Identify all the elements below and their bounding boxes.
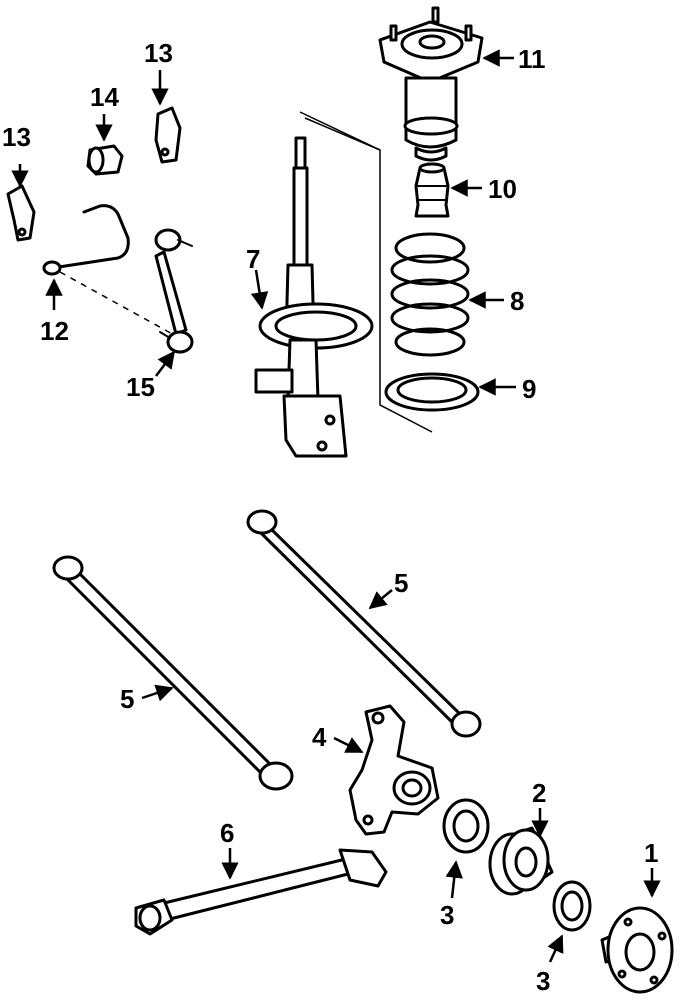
callout-2: 2 (532, 778, 546, 808)
spring-seat (384, 372, 480, 412)
callout-13-right: 13 (144, 38, 173, 68)
callout-12: 12 (40, 316, 69, 346)
strut-guide-lines (299, 111, 433, 433)
callout-5-upper: 5 (394, 568, 408, 598)
callout-15: 15 (126, 372, 155, 402)
callout-3-right: 3 (536, 966, 550, 996)
seal-left (442, 798, 490, 854)
bump-stop (414, 162, 450, 218)
callout-13-left: 13 (2, 122, 31, 152)
callout-14: 14 (90, 82, 119, 112)
callout-6: 6 (220, 818, 234, 848)
coil-spring (390, 232, 470, 357)
callout-1: 1 (644, 838, 658, 868)
callout-11: 11 (518, 44, 546, 74)
lateral-arm-lower (52, 555, 294, 791)
seal-right (552, 880, 592, 932)
callout-5-lower: 5 (120, 684, 134, 714)
stabilizer-link (154, 228, 194, 354)
knuckle (348, 704, 440, 836)
callout-7: 7 (246, 244, 260, 274)
callout-10: 10 (488, 174, 517, 204)
stabilizer-bracket-right (154, 106, 182, 164)
callout-9: 9 (522, 374, 536, 404)
stabilizer-bar (42, 204, 177, 337)
callout-8: 8 (510, 286, 524, 316)
wheel-hub (600, 906, 674, 994)
callout-labels: 1 2 3 3 4 5 5 6 7 8 9 10 11 12 13 13 14 … (2, 38, 658, 996)
stabilizer-bushing (86, 144, 124, 176)
callout-3-left: 3 (440, 900, 454, 930)
strut (254, 136, 374, 458)
lateral-arm-upper (246, 509, 482, 738)
stabilizer-bracket-left (6, 184, 36, 242)
callout-4: 4 (312, 722, 327, 752)
trailing-arm (134, 848, 388, 936)
wheel-bearing (488, 826, 554, 896)
strut-mount (378, 6, 484, 162)
callout-arrows (11, 49, 661, 963)
